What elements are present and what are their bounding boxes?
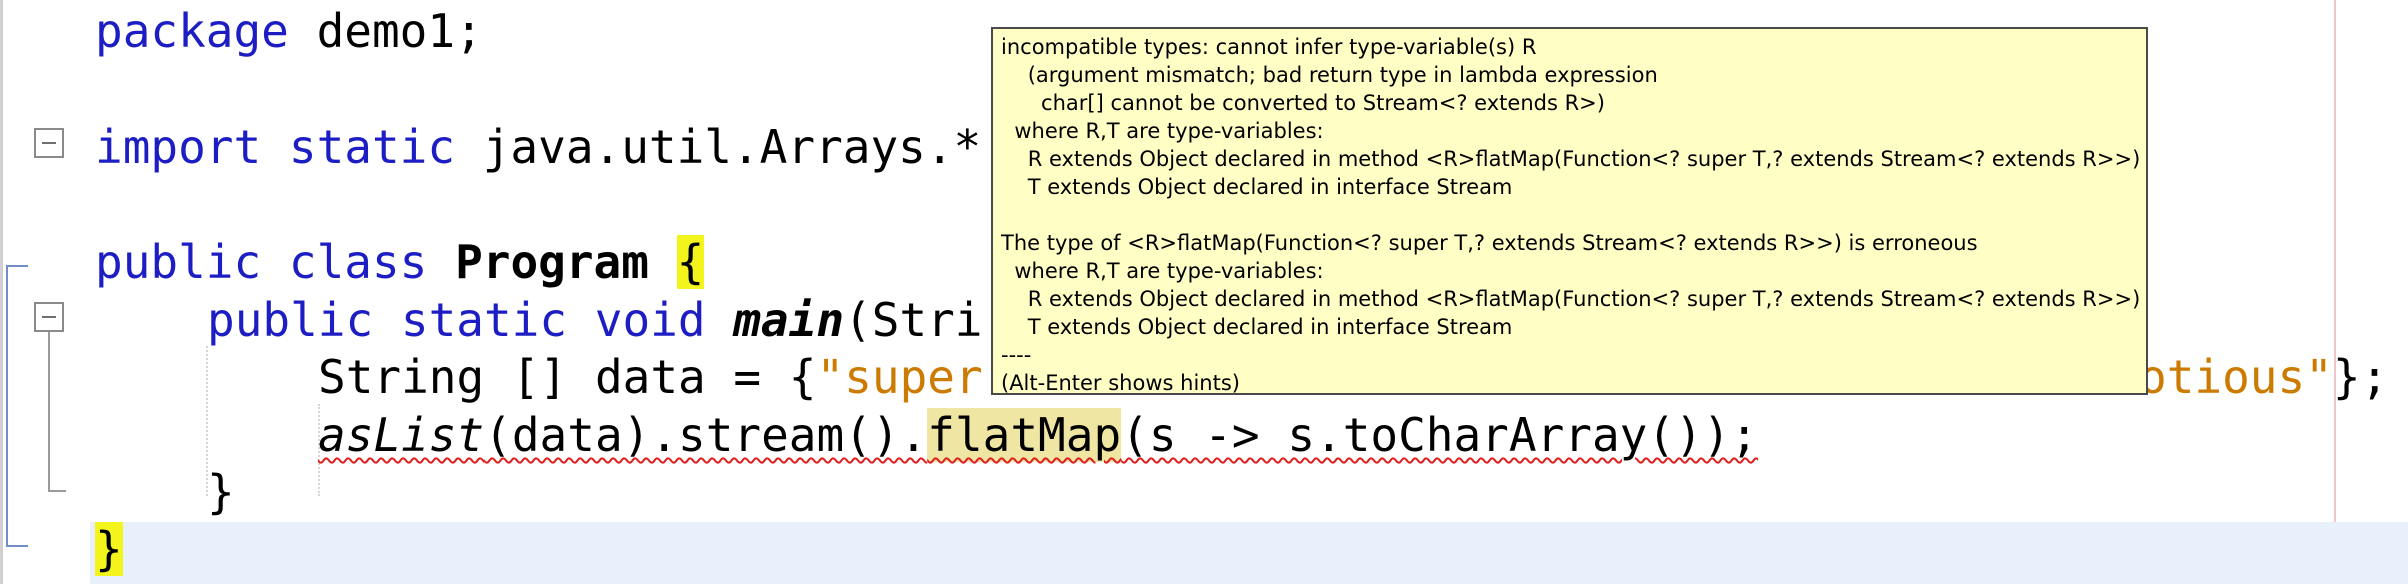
tooltip-hint: (Alt-Enter shows hints) <box>1001 371 1240 395</box>
lambda-expression: (s -> s.toCharArray()); <box>1121 408 1759 462</box>
indent-guide-1 <box>206 346 208 496</box>
class-scope-top <box>6 265 28 267</box>
main-args: (Stri <box>844 293 983 347</box>
class-open-brace: { <box>676 235 705 289</box>
error-tooltip: incompatible types: cannot infer type-va… <box>991 27 2148 395</box>
fold-main-end <box>48 490 66 492</box>
string-literal-start: "super <box>816 350 983 404</box>
fold-main-line <box>48 332 50 492</box>
code-line-class[interactable]: public class Program { <box>95 233 705 291</box>
right-margin-guide <box>2334 0 2336 584</box>
class-name: Program <box>455 235 649 289</box>
code-line-data-tail[interactable]: otious"}; <box>2139 348 2388 406</box>
tooltip-line: ---- <box>1001 343 1032 367</box>
fold-main-icon[interactable] <box>34 302 64 332</box>
tooltip-line: R extends Object declared in method <R>f… <box>1001 287 2141 311</box>
class-scope-bottom <box>6 545 28 547</box>
import-path: java.util.Arrays.* <box>455 120 982 174</box>
current-line-highlight <box>90 522 2408 584</box>
flatmap-call[interactable]: flatMap <box>927 408 1122 462</box>
code-line-class-close[interactable]: } <box>95 520 123 578</box>
data-declaration-end: }; <box>2332 350 2389 404</box>
tooltip-line: T extends Object declared in interface S… <box>1001 175 1513 199</box>
tooltip-line: where R,T are type-variables: <box>1001 119 1324 143</box>
tooltip-line: T extends Object declared in interface S… <box>1001 315 1513 339</box>
method-close-brace: } <box>207 465 235 519</box>
tooltip-line: R extends Object declared in method <R>f… <box>1001 147 2141 171</box>
tooltip-line: char[] cannot be converted to Stream<? e… <box>1001 91 1605 115</box>
keyword-static: static <box>288 120 456 174</box>
tooltip-line: where R,T are type-variables: <box>1001 259 1324 283</box>
code-line-method-close[interactable]: } <box>207 463 235 521</box>
static-call-aslist: asList <box>318 408 485 462</box>
editor-left-border <box>0 0 3 584</box>
keyword-public: public <box>95 235 262 289</box>
tooltip-line <box>1001 201 2138 229</box>
class-scope-line <box>6 265 8 547</box>
keyword-class: class <box>288 235 428 289</box>
tooltip-line: incompatible types: cannot infer type-va… <box>1001 35 1537 59</box>
keyword-package: package <box>95 4 289 58</box>
string-literal-end: otious" <box>2139 350 2333 404</box>
code-line-import[interactable]: import static java.util.Arrays.* <box>95 118 981 176</box>
indent-guide-2 <box>318 404 320 496</box>
stream-chain: (data).stream(). <box>484 408 928 462</box>
code-line-main[interactable]: public static void main(Stri <box>207 291 983 349</box>
fold-import-icon[interactable] <box>34 128 64 158</box>
keyword-import: import <box>95 120 262 174</box>
keyword-void: void <box>594 293 706 347</box>
code-line-stream[interactable]: asList(data).stream().flatMap(s -> s.toC… <box>318 406 1758 464</box>
method-name-main: main <box>733 293 845 347</box>
code-line-package[interactable]: package demo1; <box>95 2 483 60</box>
keyword-static: static <box>400 293 568 347</box>
data-declaration: String [] data = { <box>318 350 817 404</box>
class-close-brace: } <box>95 522 123 576</box>
tooltip-line: The type of <R>flatMap(Function<? super … <box>1001 231 1978 255</box>
tooltip-line: (argument mismatch; bad return type in l… <box>1001 63 1658 87</box>
keyword-public: public <box>207 293 374 347</box>
package-name: demo1; <box>288 4 483 58</box>
code-line-data[interactable]: String [] data = {"super <box>318 348 983 406</box>
